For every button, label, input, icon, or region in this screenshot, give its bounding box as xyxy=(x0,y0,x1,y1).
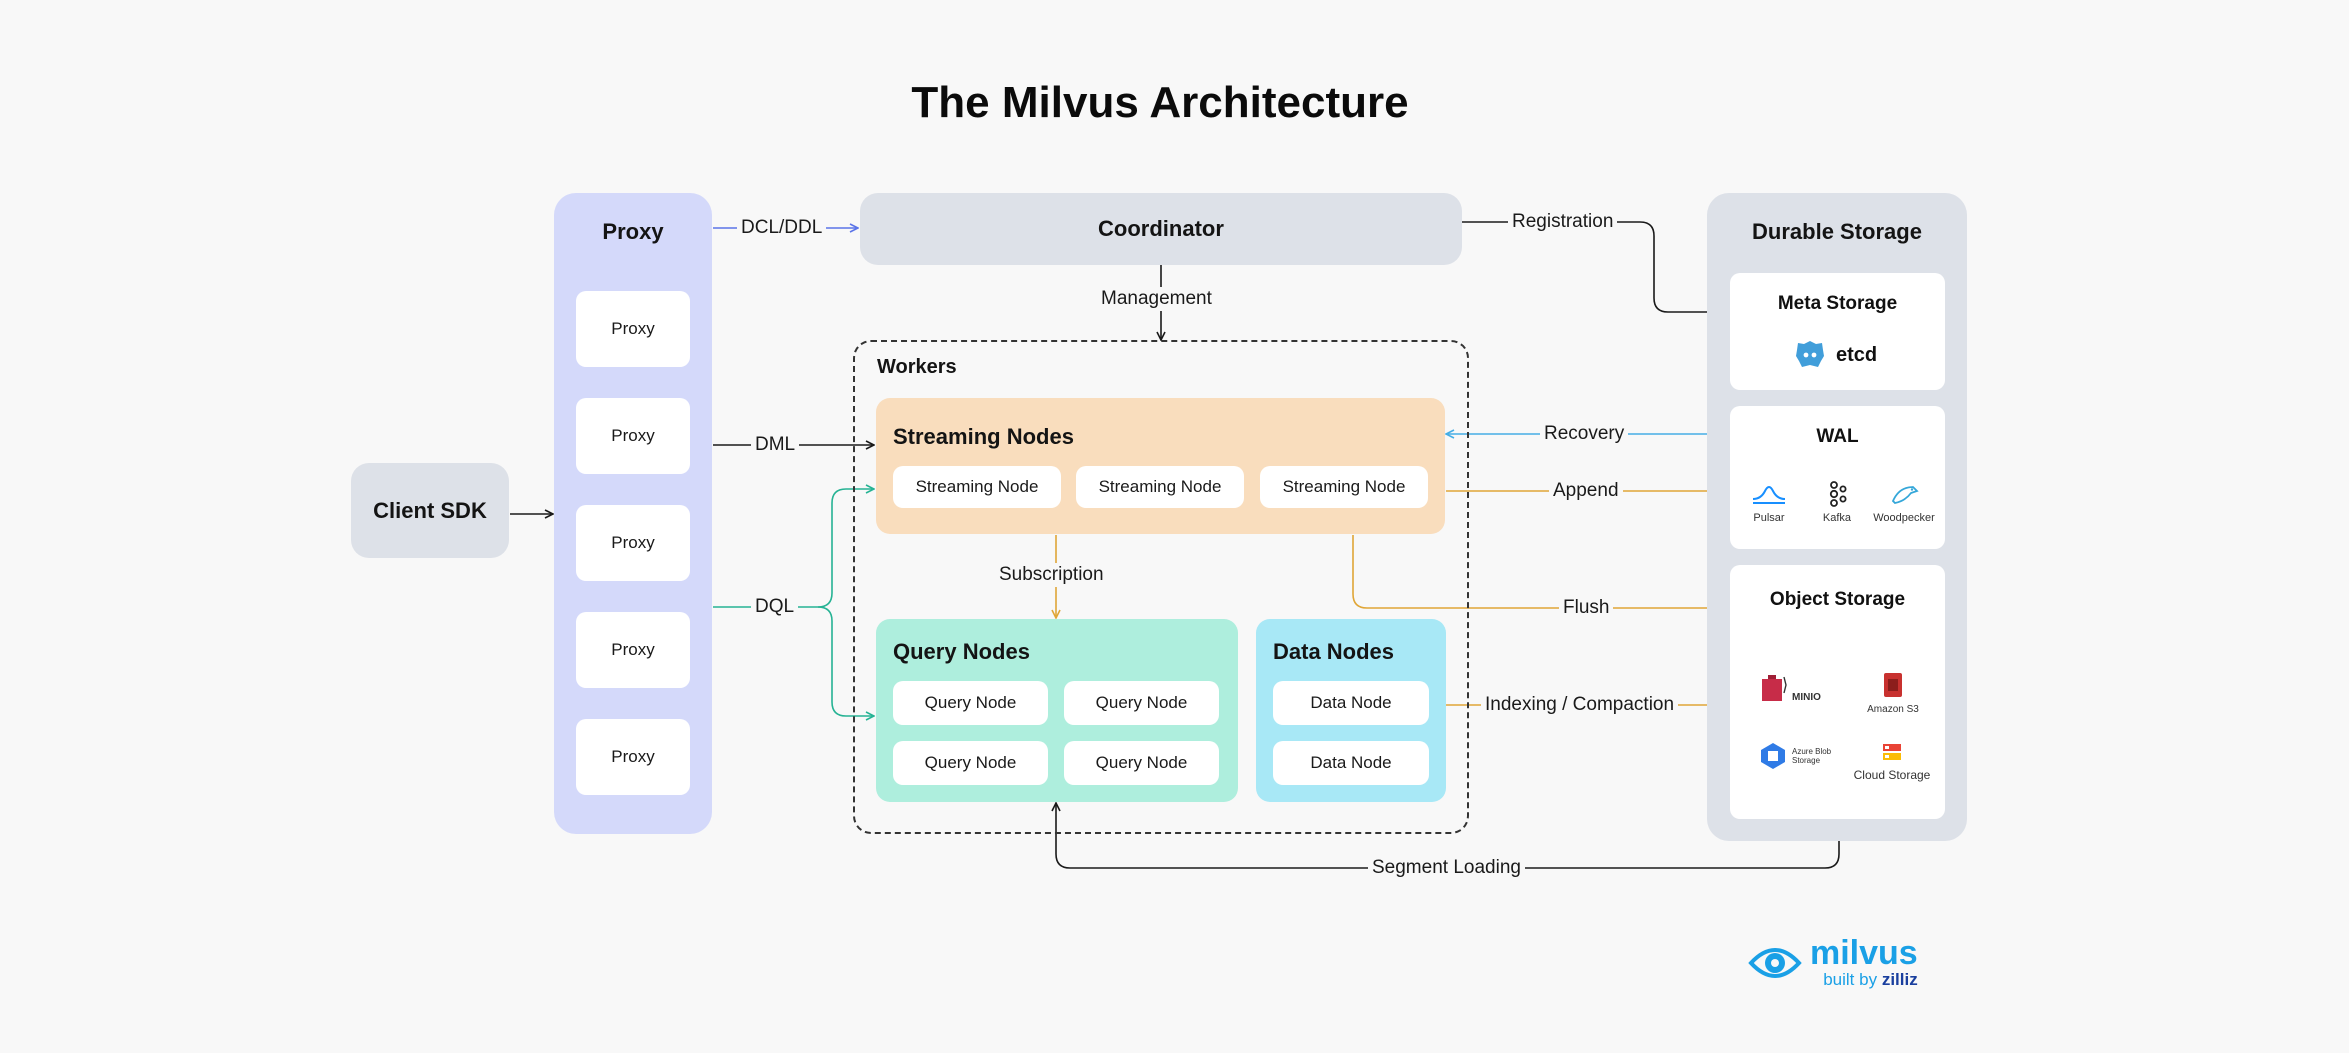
label-indexing-compaction: Indexing / Compaction xyxy=(1481,693,1679,717)
page-title: The Milvus Architecture xyxy=(911,78,1409,127)
coordinator-label: Coordinator xyxy=(1098,216,1224,241)
brand-tagline-prefix: built by xyxy=(1823,970,1878,989)
pulsar-icon xyxy=(1752,486,1786,504)
label-flush: Flush xyxy=(1559,596,1614,620)
label-registration: Registration xyxy=(1508,210,1618,234)
streaming-node: Streaming Node xyxy=(1260,466,1428,508)
query-nodes-group: Query Nodes Query Node Query Node Query … xyxy=(876,619,1238,802)
workers-group: Workers xyxy=(853,340,1469,834)
pulsar-logo: Pulsar xyxy=(1744,481,1794,524)
azure-blob-label: Azure Blob Storage xyxy=(1792,747,1832,765)
pulsar-label: Pulsar xyxy=(1753,512,1785,524)
coordinator-box: Coordinator xyxy=(860,193,1462,265)
client-sdk-box: Client SDK xyxy=(351,463,509,558)
cloud-storage-label: Cloud Storage xyxy=(1853,768,1931,782)
data-nodes-group: Data Nodes Data Node Data Node xyxy=(1256,619,1446,802)
amazon-s3-label: Amazon S3 xyxy=(1867,704,1919,715)
proxy-group-header: Proxy xyxy=(602,219,664,244)
object-storage-box: Object Storage MINIO Amazon S3 Azure Blo… xyxy=(1730,565,1945,819)
label-dml: DML xyxy=(751,433,800,457)
data-nodes-header: Data Nodes xyxy=(1273,639,1395,664)
data-node: Data Node xyxy=(1273,681,1429,725)
kafka-logo: Kafka xyxy=(1812,481,1862,524)
kafka-label: Kafka xyxy=(1822,512,1852,524)
woodpecker-label: Woodpecker xyxy=(1873,512,1935,524)
label-segment-loading: Segment Loading xyxy=(1368,856,1525,880)
cloud-storage-icon xyxy=(1883,744,1901,760)
durable-storage-header: Durable Storage xyxy=(1752,219,1922,244)
streaming-nodes-group: Streaming Nodes Streaming Node Streaming… xyxy=(876,398,1445,534)
workers-label: Workers xyxy=(877,356,957,378)
brand-tagline-company: zilliz xyxy=(1881,970,1918,989)
streaming-nodes-header: Streaming Nodes xyxy=(893,424,1074,449)
minio-logo: MINIO xyxy=(1760,673,1821,703)
woodpecker-icon xyxy=(1891,486,1919,504)
etcd-icon xyxy=(1796,341,1824,367)
query-nodes-header: Query Nodes xyxy=(893,639,1030,664)
label-append: Append xyxy=(1549,479,1623,503)
label-subscription: Subscription xyxy=(995,563,1108,587)
edge-dql xyxy=(713,489,874,608)
proxy-group: Proxy Proxy Proxy Proxy Proxy Proxy xyxy=(554,193,712,834)
milvus-brand: milvus built by zilliz xyxy=(1748,936,1918,990)
milvus-brand-name: milvus xyxy=(1810,934,1918,972)
milvus-eye-icon xyxy=(1748,948,1802,978)
proxy-instance: Proxy xyxy=(576,505,690,581)
wal-box: WAL Pulsar Kafka Woodpecker xyxy=(1730,406,1945,549)
streaming-node: Streaming Node xyxy=(893,466,1061,508)
kafka-icon xyxy=(1829,481,1847,507)
milvus-brand-tagline: built by zilliz xyxy=(1810,970,1918,990)
proxy-instance: Proxy xyxy=(576,719,690,795)
etcd-logo: etcd xyxy=(1794,339,1877,371)
query-node: Query Node xyxy=(1064,741,1219,785)
label-recovery: Recovery xyxy=(1540,422,1629,446)
streaming-node: Streaming Node xyxy=(1076,466,1244,508)
proxy-instance: Proxy xyxy=(576,291,690,367)
minio-icon xyxy=(1762,675,1787,701)
wal-header: WAL xyxy=(1816,426,1859,447)
query-node: Query Node xyxy=(893,681,1048,725)
query-node: Query Node xyxy=(893,741,1048,785)
azure-blob-icon xyxy=(1761,743,1785,769)
edge-dql-lower xyxy=(817,606,874,716)
client-sdk-label: Client SDK xyxy=(373,497,487,523)
woodpecker-logo: Woodpecker xyxy=(1866,481,1942,524)
label-management: Management xyxy=(1097,287,1216,311)
minio-label: MINIO xyxy=(1792,692,1821,703)
query-node: Query Node xyxy=(1064,681,1219,725)
proxy-instance: Proxy xyxy=(576,398,690,474)
etcd-label: etcd xyxy=(1836,343,1878,366)
edge-registration xyxy=(1462,221,1731,312)
meta-storage-box: Meta Storage etcd xyxy=(1730,273,1945,390)
meta-storage-header: Meta Storage xyxy=(1777,293,1898,314)
amazon-s3-logo: Amazon S3 xyxy=(1858,671,1928,715)
label-dql: DQL xyxy=(751,595,799,619)
label-dcl-ddl: DCL/DDL xyxy=(737,216,827,240)
object-storage-header: Object Storage xyxy=(1769,589,1906,610)
data-node: Data Node xyxy=(1273,741,1429,785)
edge-flush xyxy=(1352,535,1731,608)
proxy-instance: Proxy xyxy=(576,612,690,688)
amazon-s3-icon xyxy=(1884,673,1902,697)
cloud-storage-logo: Cloud Storage xyxy=(1842,741,1942,782)
azure-blob-logo: Azure Blob Storage xyxy=(1758,741,1834,771)
durable-storage-group: Durable Storage Meta Storage etcd WAL Pu… xyxy=(1707,193,1967,841)
